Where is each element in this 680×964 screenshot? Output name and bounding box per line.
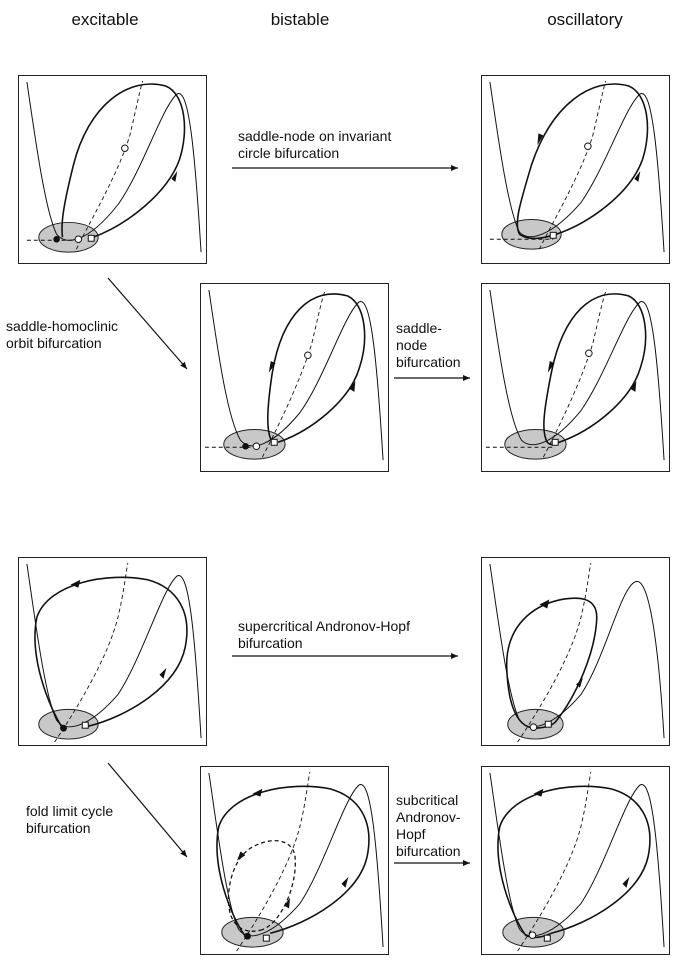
header-oscillatory: oscillatory (547, 10, 623, 29)
panel-oscillatory-subcritical-hopf (481, 766, 670, 955)
v-nullcline (26, 81, 202, 253)
limit-cycle (516, 83, 649, 240)
phase-portrait (26, 562, 202, 743)
cycle-arrow-up (630, 380, 637, 392)
orbit-arrow (171, 170, 178, 182)
header-bistable: bistable (270, 10, 330, 29)
threshold-marker (544, 720, 552, 728)
unstable-focus (121, 144, 129, 152)
phase-portrait (489, 562, 665, 743)
stable-focus (60, 724, 67, 732)
attraction-region (38, 708, 99, 740)
panel-oscillatory-snic (481, 75, 670, 264)
phase-portrait (489, 771, 665, 952)
v-nullcline (489, 563, 665, 739)
cycle-arrow-up (622, 876, 630, 888)
stable-focus (244, 932, 251, 940)
v-nullcline (208, 289, 384, 461)
phase-portrait (208, 771, 384, 952)
u-nullcline (538, 80, 607, 250)
panel-excitable-hopf (18, 557, 207, 746)
header-excitable: excitable (71, 10, 139, 29)
threshold-marker (262, 934, 270, 942)
attraction-region (501, 218, 562, 250)
ghost-marker (549, 231, 557, 239)
limit-cycle (267, 293, 366, 444)
unstable-cycle-arrow-up (284, 897, 291, 909)
unstable-focus (304, 351, 312, 359)
unstable-cycle-arrow-left (237, 851, 246, 861)
cycle-arrow-up (349, 380, 356, 392)
stable-cycle-arrow-left (252, 788, 263, 797)
panel-excitable-snic (18, 75, 207, 264)
stable-node (242, 442, 249, 450)
attraction-region (38, 221, 99, 253)
u-nullcline (517, 562, 592, 743)
threshold-marker (87, 234, 95, 242)
saddle-point (252, 442, 261, 451)
v-nullcline (26, 563, 202, 739)
threshold-marker (81, 721, 89, 729)
phase-portrait (26, 80, 202, 253)
u-nullcline (75, 80, 144, 250)
cycle-arrow-up (575, 677, 583, 688)
phase-portrait (485, 288, 665, 461)
limit-cycle (505, 597, 598, 729)
cycle-arrow-down (268, 361, 276, 373)
orbit (34, 576, 188, 729)
phase-portrait (204, 288, 384, 461)
unstable-focus (584, 142, 592, 151)
saddle-point (74, 235, 83, 244)
phase-portrait (489, 80, 665, 253)
stable-cycle-arrow-up (341, 876, 349, 888)
limit-cycle (497, 785, 651, 939)
panel-oscillatory-saddle-node (481, 283, 670, 472)
ghost-marker (551, 438, 559, 446)
panel-oscillatory-supercritical-hopf (481, 557, 670, 746)
orbit (61, 83, 186, 239)
orbit-arrow-up (159, 667, 167, 679)
arrow-shom (107, 277, 188, 370)
panel-bistable-fold-limit-cycle (200, 766, 389, 955)
unstable-focus (585, 349, 593, 358)
unstable-focus (529, 723, 538, 731)
arrow-flc (107, 762, 188, 858)
stable-limit-cycle (216, 785, 370, 936)
v-nullcline (489, 772, 665, 948)
v-nullcline (489, 289, 665, 461)
limit-cycle (543, 293, 647, 446)
cycle-arrow-up (634, 170, 641, 182)
cycle-arrow-left (539, 599, 550, 609)
stable-node (53, 235, 60, 243)
cycle-arrow-left (533, 788, 544, 797)
v-nullcline (208, 772, 384, 948)
threshold-marker (543, 934, 551, 942)
cycle-arrow-down (547, 361, 555, 373)
threshold-marker (270, 438, 278, 446)
unstable-focus (528, 931, 537, 939)
v-nullcline (489, 81, 665, 253)
panel-bistable-homoclinic (200, 283, 389, 472)
cycle-arrow-down (537, 133, 544, 146)
unstable-limit-cycle (227, 840, 296, 932)
orbit-arrow-left (70, 579, 81, 588)
